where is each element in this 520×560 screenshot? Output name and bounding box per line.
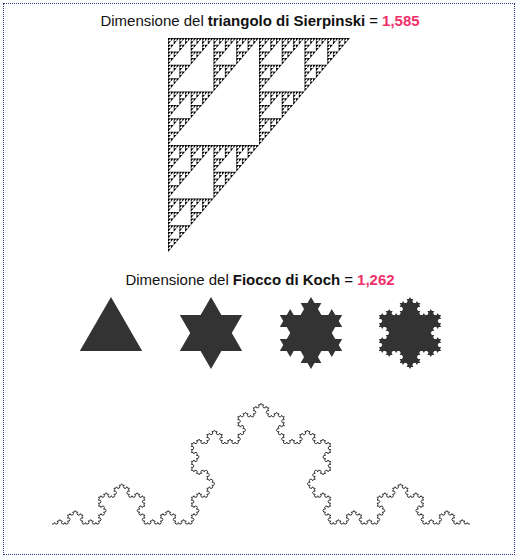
fractal-name: triangolo di Sierpinski — [208, 12, 366, 29]
koch-snowflake-step — [180, 297, 242, 369]
dimension-value: 1,585 — [382, 12, 420, 29]
koch-curve — [52, 403, 470, 524]
dimension-value: 1,262 — [357, 271, 395, 288]
koch-snowflake-step — [80, 297, 142, 351]
caption-line: Dimensione del Fiocco di Koch=1,262 — [0, 271, 520, 288]
equals-sign: = — [344, 271, 353, 288]
caption-line: Dimensione del triangolo di Sierpinski=1,… — [0, 12, 520, 29]
sierpinski-triangle — [168, 38, 350, 252]
koch-snowflake-step — [379, 297, 441, 369]
koch-snowflake-step — [280, 297, 342, 369]
equals-sign: = — [369, 12, 378, 29]
label-text: Dimensione del — [125, 271, 228, 288]
label-text: Dimensione del — [100, 12, 203, 29]
fractal-name: Fiocco di Koch — [233, 271, 341, 288]
